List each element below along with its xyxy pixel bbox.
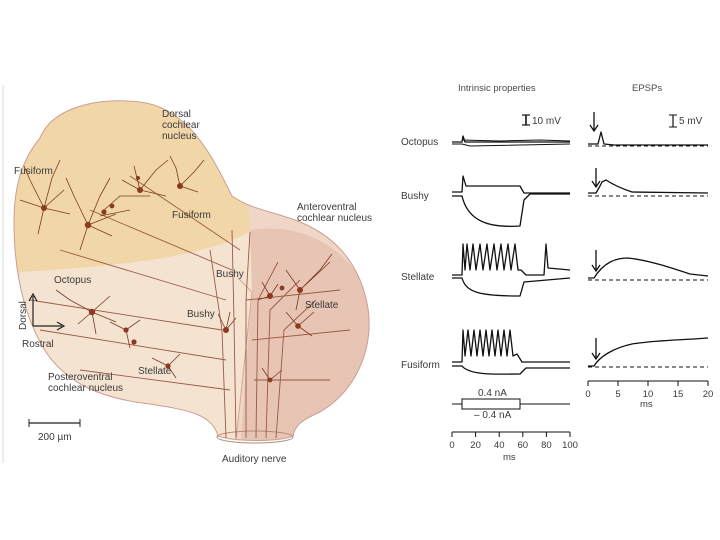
current-step-protocol: [452, 399, 570, 409]
stellate-intrinsic-trace: [452, 244, 570, 296]
intrinsic-axis-tick-label: 60: [518, 440, 529, 451]
row-label-bushy: Bushy: [401, 191, 429, 202]
intrinsic-axis-label: ms: [503, 452, 516, 463]
epsp-scale-label: 5 mV: [679, 116, 703, 127]
fusiform-intrinsic-trace: [452, 330, 570, 374]
row-label-octopus: Octopus: [401, 137, 438, 148]
label-stellate-right: Stellate: [305, 300, 339, 311]
scale-bar-label: 200 µm: [38, 432, 72, 443]
intrinsic-axis-tick-label: 100: [562, 440, 578, 451]
epsp-axis-tick-label: 20: [703, 389, 714, 400]
fusiform-epsp-trace: [588, 338, 708, 367]
label-auditory-nerve: Auditory nerve: [222, 454, 287, 465]
epsp-scale-bar: [669, 115, 677, 127]
current-negative-label: – 0.4 nA: [474, 410, 512, 421]
intrinsic-axis-tick-label: 80: [541, 440, 552, 451]
label-octopus: Octopus: [54, 275, 91, 286]
label-bushy-lower: Bushy: [187, 309, 215, 320]
label-stellate-lower: Stellate: [138, 366, 172, 377]
current-positive-label: 0.4 nA: [478, 388, 507, 399]
row-label-stellate: Stellate: [401, 272, 435, 283]
row-label-fusiform: Fusiform: [401, 360, 440, 371]
epsp-axis-tick-label: 0: [585, 389, 590, 400]
stellate-epsp-trace: [588, 250, 708, 280]
bushy-intrinsic-trace: [452, 176, 570, 226]
intrinsic-axis-tick-label: 0: [449, 440, 454, 451]
epsp-axis-tick-label: 5: [615, 389, 620, 400]
epsp-axis-label: ms: [640, 399, 653, 410]
intrinsic-axis-tick-label: 20: [470, 440, 481, 451]
electrophysiology-panels: Intrinsic properties EPSPs 10 mV 5 mV Oc…: [401, 83, 713, 463]
epsps-header: EPSPs: [632, 83, 662, 94]
label-fusiform-dorsal-left: Fusiform: [14, 166, 53, 177]
epsp-axis-tick-label: 15: [673, 389, 684, 400]
label-bushy-upper: Bushy: [216, 269, 244, 280]
intrinsic-scale-label: 10 mV: [532, 116, 561, 127]
label-fusiform-dorsal-right: Fusiform: [172, 210, 211, 221]
label-rostral-axis: Rostral: [22, 339, 54, 350]
label-dorsal-axis: Dorsal: [18, 301, 29, 330]
intrinsic-axis-tick-label: 40: [494, 440, 505, 451]
bushy-epsp-trace: [588, 168, 708, 196]
intrinsic-time-axis: 0 20 40 60 80 100: [449, 432, 578, 451]
octopus-intrinsic-trace: [452, 136, 570, 146]
intrinsic-properties-header: Intrinsic properties: [458, 83, 536, 94]
scale-bar: [29, 419, 80, 427]
intrinsic-scale-bar: [522, 115, 530, 125]
